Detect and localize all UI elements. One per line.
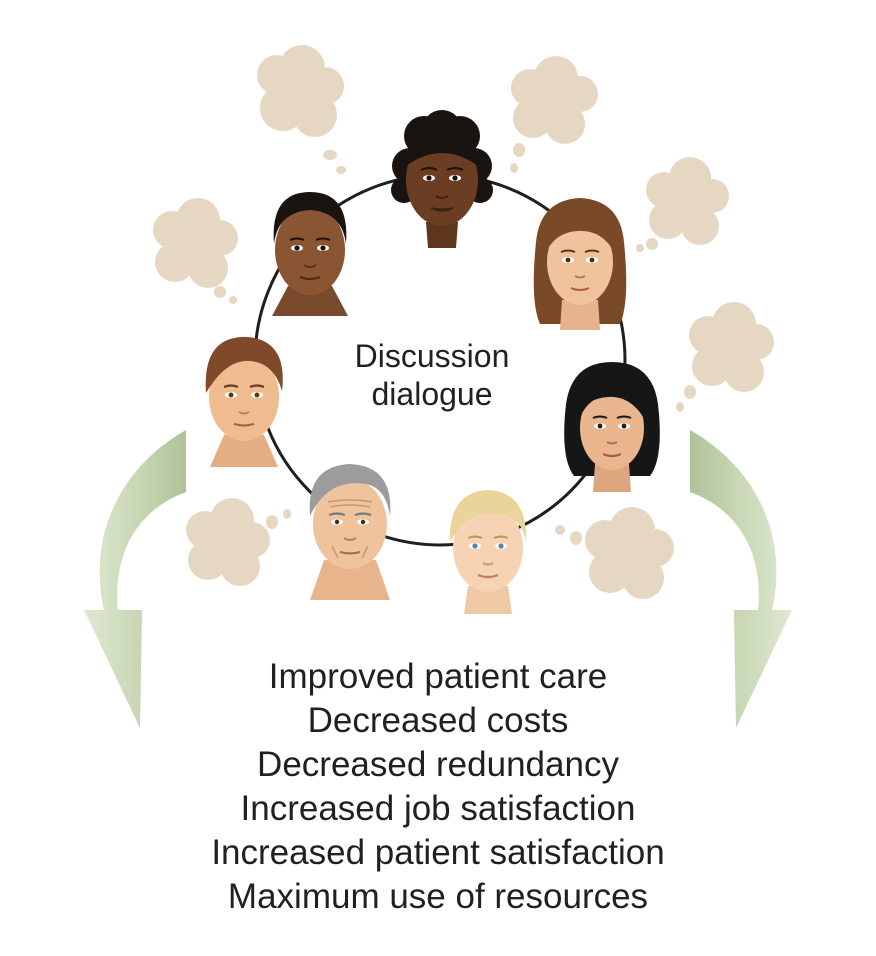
outcome-item: Maximum use of resources (227, 877, 649, 916)
outcomes-list: Improved patient care Decreased costs De… (0, 655, 876, 919)
person-face-7 (272, 192, 348, 316)
outcome-item: Increased patient satisfaction (211, 833, 665, 872)
thought-cloud-1 (257, 45, 346, 174)
person-face-1 (391, 110, 493, 248)
thought-cloud-2 (510, 56, 598, 173)
thought-cloud-6 (186, 498, 291, 586)
thought-cloud-7 (153, 198, 238, 304)
thought-cloud-4 (676, 302, 774, 412)
person-face-2 (533, 198, 627, 330)
person-face-5 (309, 464, 391, 600)
outcome-item: Improved patient care (268, 657, 608, 696)
person-face-3 (564, 362, 660, 492)
thought-clouds (153, 45, 774, 599)
outcome-item: Decreased costs (307, 701, 569, 740)
center-label-line-1: Discussion (355, 338, 510, 374)
right-curved-arrow (690, 430, 792, 728)
person-face-4 (449, 490, 527, 614)
center-label-line-2: dialogue (372, 376, 493, 412)
outcome-item: Decreased redundancy (257, 745, 619, 784)
thought-cloud-3 (636, 157, 729, 252)
left-curved-arrow (84, 430, 186, 728)
thought-cloud-5 (555, 507, 674, 599)
person-face-6 (205, 336, 283, 467)
outcome-item: Increased job satisfaction (240, 789, 636, 828)
